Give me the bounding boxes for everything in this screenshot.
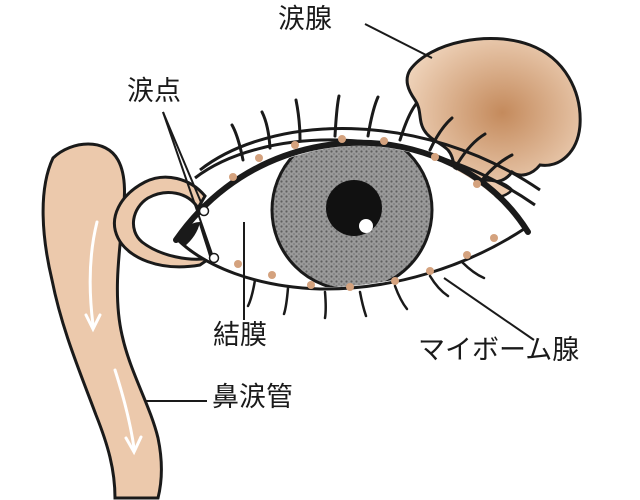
nasolacrimal-duct — [41, 142, 163, 500]
upper-lid-margin — [173, 139, 531, 243]
flow-arrow-upper-head — [84, 313, 102, 333]
label-conjunctiva: 結膜 — [213, 320, 267, 351]
lower-punctum — [208, 252, 220, 264]
leader-puncta-lower — [162, 111, 213, 255]
pupil — [326, 180, 382, 236]
meibomian-gland-dots — [229, 135, 498, 291]
flow-arrow-upper — [88, 220, 99, 327]
inner-canthus — [176, 222, 200, 246]
label-meibomian-gland: マイボーム腺 — [418, 335, 580, 366]
upper-eyelid-crease — [199, 127, 541, 192]
flow-arrow-lower — [113, 368, 136, 450]
flow-arrow-lower-head — [124, 435, 143, 456]
leader-lacrimal-gland — [364, 23, 433, 59]
pupil-highlight — [359, 219, 373, 233]
leader-meibomian — [443, 277, 535, 341]
label-lacrimal-gland: 涙腺 — [278, 4, 332, 35]
lower-lid-margin — [176, 227, 525, 291]
leader-puncta-upper — [162, 111, 204, 208]
tear-flow-arrows — [84, 220, 143, 456]
label-nasolacrimal-duct: 鼻涙管 — [212, 382, 293, 413]
upper-punctum — [198, 205, 210, 217]
leader-lines — [146, 23, 535, 402]
label-puncta: 涙点 — [127, 76, 181, 107]
lacrimal-canaliculi — [112, 175, 211, 269]
lower-eyelashes — [246, 260, 486, 320]
